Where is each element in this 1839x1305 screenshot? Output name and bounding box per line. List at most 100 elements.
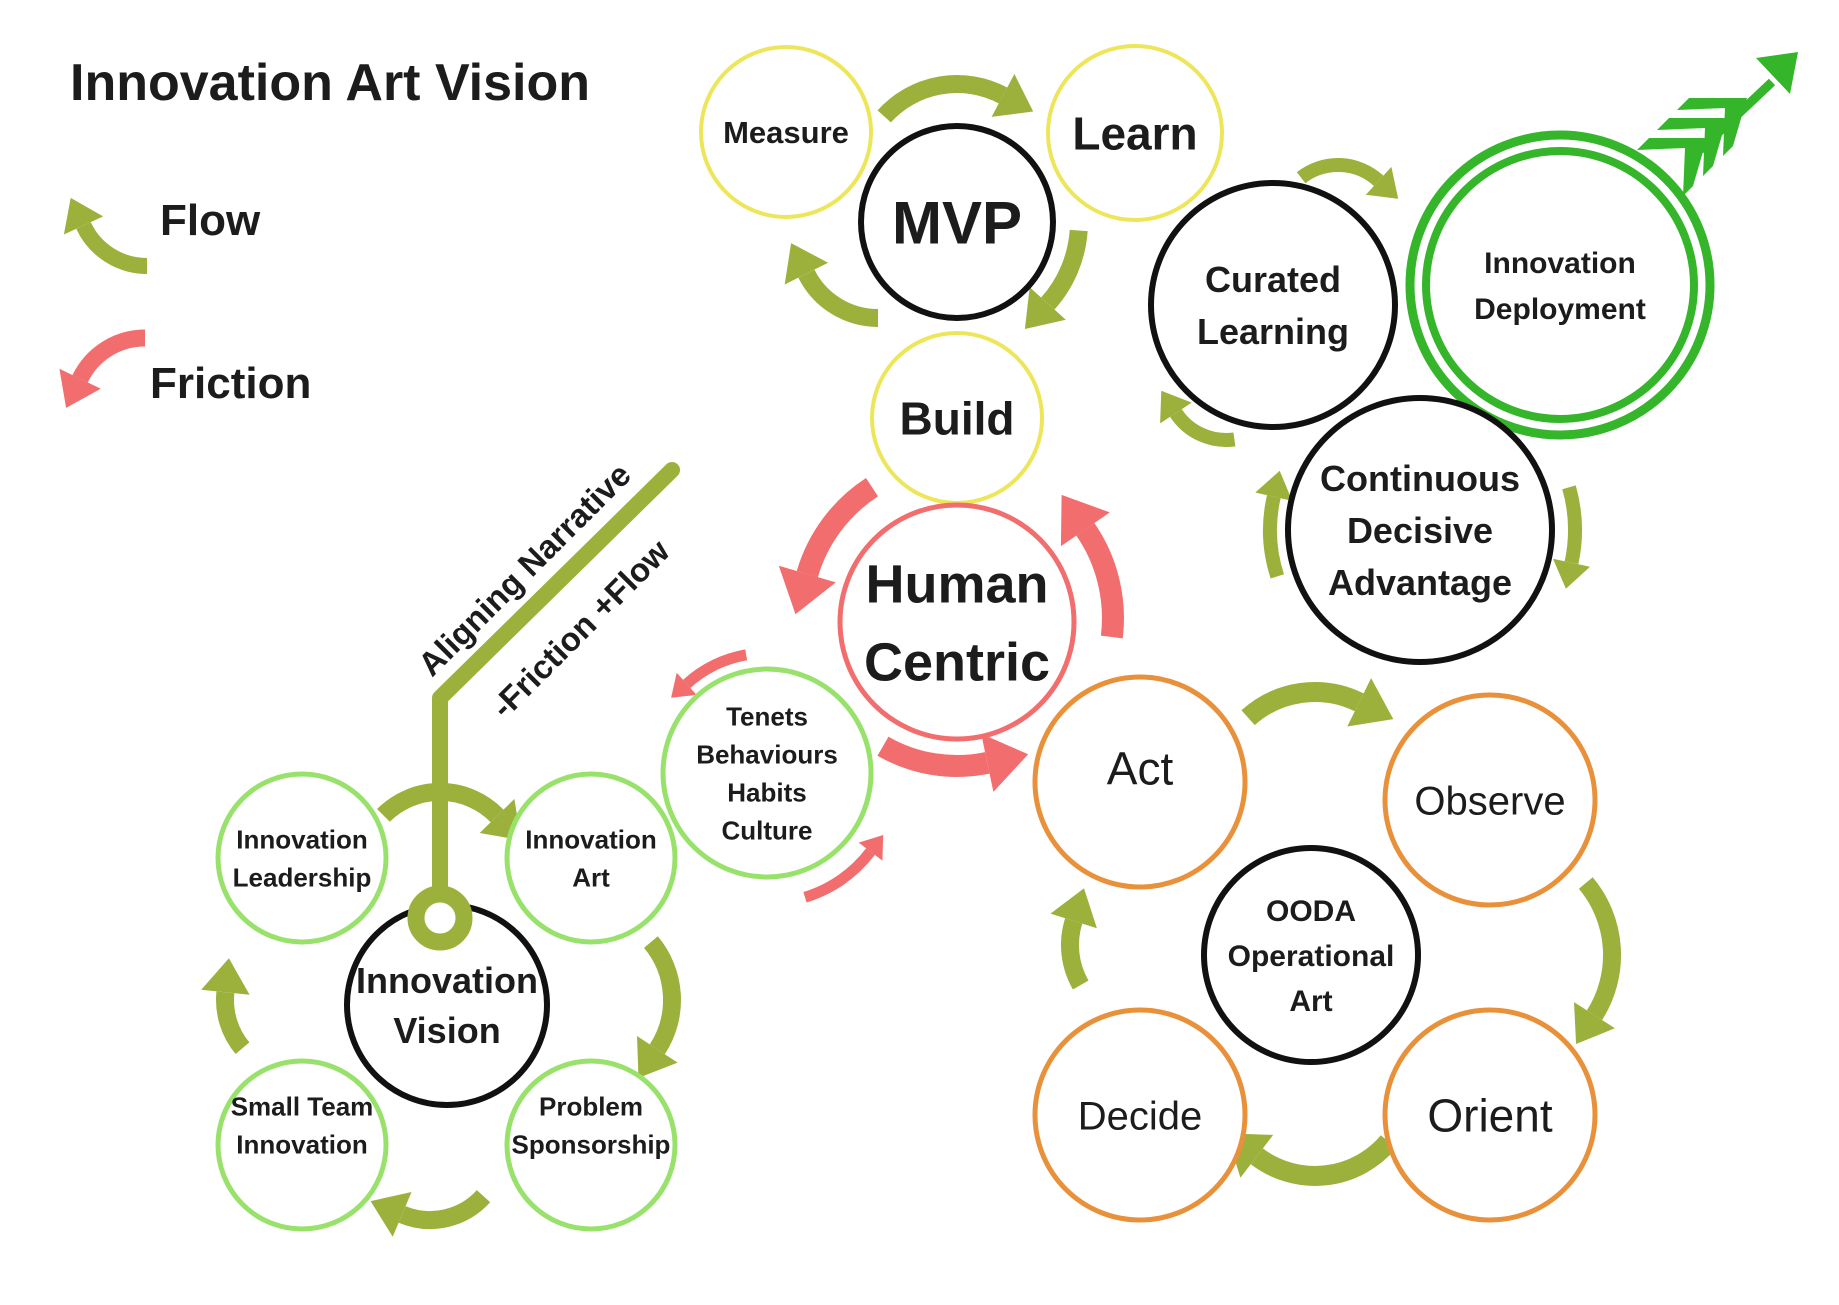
node-deployment-label: Deployment [1474,293,1646,326]
node-measure-circle [699,45,873,219]
flow-arrow-measure-learn-shaft [877,75,1008,123]
node-learn-circle [1046,44,1224,222]
flow-arrow-measure-learn-head [991,74,1034,117]
node-ivision-label: Vision [393,1010,500,1051]
flow-arrow-measure-learn [877,74,1034,123]
friction-arrow-human-right-head [1060,494,1110,547]
node-leadership-label: Leadership [233,862,372,892]
node-mvp-label: MVP [892,190,1022,257]
node-mvp[interactable]: MVP [858,123,1056,321]
narrative-knob-icon [407,885,473,951]
friction-arrow-human-top-head [778,565,836,615]
friction-legend-arrow-icon [59,329,146,408]
node-learn-label: Learn [1072,108,1197,160]
friction-arrow-tenets-bottom-shaft [803,848,875,903]
node-leadership-circle [215,771,389,945]
flow-arrow-smallteam-leadership-head [201,958,250,995]
flow-arrow-decide-act-head [1050,888,1097,929]
friction-legend-icon [59,329,146,408]
narrative-line [432,462,680,898]
node-smallteam-label: Innovation [236,1129,367,1159]
node-cda-circle [1285,395,1555,665]
friction-arrow-tenets-bottom [803,835,884,903]
flow-legend-arrow-icon-shaft [76,221,148,274]
flow-arrow-orient-decide [1226,1133,1397,1186]
node-act[interactable]: Act [1032,674,1248,890]
node-art-label: Innovation [525,824,656,854]
node-tenets-label: Behaviours [696,739,838,769]
flow-arrow-build-measure-head [784,243,829,285]
flow-legend-arrow-icon-head [63,197,104,235]
node-tenets-label: Culture [722,815,813,845]
node-curated-label: Curated [1205,259,1341,300]
page-title: Innovation Art Vision [70,54,590,112]
node-observe[interactable]: Observe [1382,692,1598,908]
friction-legend-label: Friction [150,359,311,408]
node-build[interactable]: Build [870,331,1044,505]
node-smallteam-circle [215,1058,389,1232]
node-build-label: Build [900,393,1015,445]
flow-arrow-act-observe-shaft [1241,682,1364,726]
node-orient[interactable]: Orient [1382,1007,1598,1223]
node-curated-circle [1148,180,1398,430]
node-sponsorship-circle [504,1058,678,1232]
friction-arrow-tenets-top [671,649,748,698]
flow-arrow-art-sponsorship [637,936,681,1078]
node-decide[interactable]: Decide [1032,1007,1248,1223]
flow-arrow-build-measure [784,243,879,327]
flow-arrow-cda-right [1553,485,1590,589]
flow-arrow-decide-act [1050,888,1097,990]
friction-arrow-human-right-shaft [1076,523,1124,639]
node-mvp-circle [858,123,1056,321]
flow-legend-icon [63,197,148,274]
narrative-label: Aligning Narrative [411,456,638,683]
launch-arrow-head [1756,52,1798,94]
friction-arrow-human-bottom-head [981,733,1029,792]
flow-arrow-cda-right-head [1553,558,1590,589]
friction-arrow-tenets-top-shaft [683,649,748,689]
flow-arrow-cda-curated-head [1160,390,1192,424]
node-art-circle [504,771,678,945]
node-measure[interactable]: Measure [699,45,873,219]
node-learn[interactable]: Learn [1046,44,1224,222]
flow-arrow-cda-left-head [1255,470,1293,501]
flow-arrow-observe-orient [1574,877,1621,1044]
node-ivision-label: Innovation [356,960,538,1001]
node-orient-label: Orient [1427,1090,1552,1142]
node-measure-label: Measure [723,115,849,150]
node-deployment-inner-ring [1422,147,1698,423]
friction-arrow-human-top [778,477,879,615]
node-smallteam-label: Small Team [231,1091,374,1121]
node-art-label: Art [572,862,610,892]
arrows-layer [201,74,1621,1237]
node-tenets-circle [660,666,874,880]
node-deployment-label: Innovation [1484,247,1636,280]
friction-arrow-tenets-bottom-head [858,835,884,861]
node-curated-label: Learning [1197,311,1349,352]
flow-legend-label: Flow [160,196,261,245]
flow-arrow-orient-decide-shaft [1250,1135,1397,1186]
node-decide-label: Decide [1078,1094,1203,1138]
flow-arrow-cda-curated-shaft [1170,408,1236,447]
node-tenets-label: Habits [727,777,806,807]
launch-arrow-icon [1637,52,1798,196]
flow-arrow-smallteam-leadership-shaft [216,991,250,1054]
friction-legend-arrow-icon-shaft [72,329,146,383]
legend: Flow Friction [59,196,311,408]
node-observe-circle [1382,692,1598,908]
flow-arrow-learn-build-head [1024,287,1066,329]
friction-legend-arrow-icon-head [59,368,101,408]
node-human-circle [837,502,1077,742]
